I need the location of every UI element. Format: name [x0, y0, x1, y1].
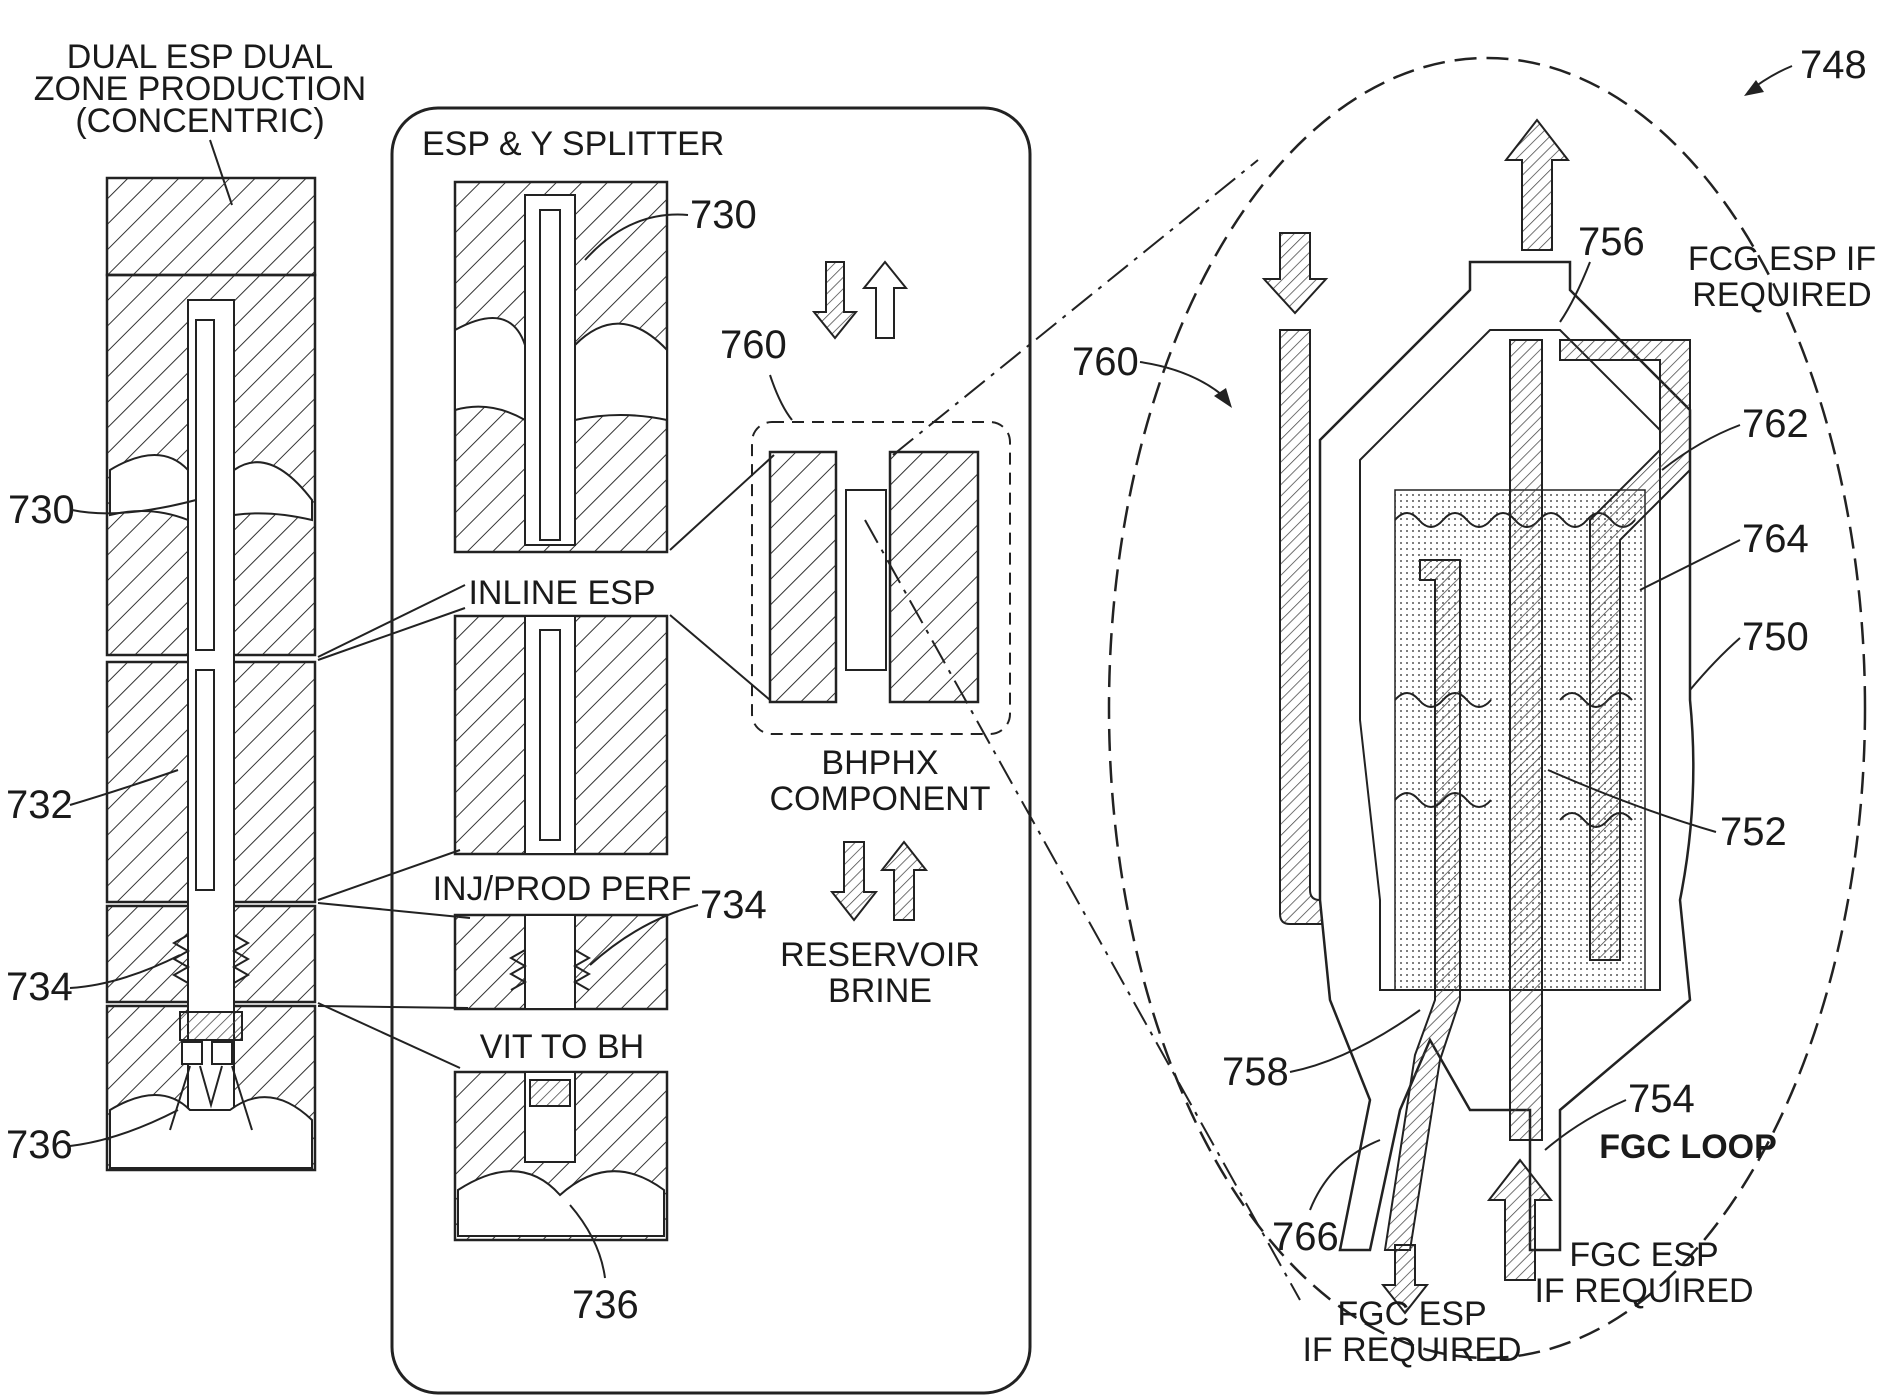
- middle-panel-title: ESP & Y SPLITTER: [422, 125, 724, 163]
- svg-text:766: 766: [1272, 1215, 1339, 1259]
- svg-text:IF REQUIRED: IF REQUIRED: [1534, 1272, 1753, 1310]
- ref-734-middle: 734: [700, 883, 767, 927]
- svg-text:FCG ESP IF: FCG ESP IF: [1688, 240, 1876, 278]
- svg-text:RESERVOIR: RESERVOIR: [780, 936, 980, 974]
- svg-text:730: 730: [8, 488, 75, 532]
- flow-arrows-top: [814, 262, 906, 338]
- svg-text:758: 758: [1222, 1050, 1289, 1094]
- label-vit-to-bh: VIT TO BH: [480, 1028, 644, 1066]
- svg-text:752: 752: [1720, 810, 1787, 854]
- svg-text:FGC ESP: FGC ESP: [1337, 1295, 1486, 1333]
- svg-text:750: 750: [1742, 615, 1809, 659]
- svg-text:BRINE: BRINE: [828, 972, 932, 1010]
- label-inline-esp: INLINE ESP: [468, 574, 655, 612]
- connector-lines-left: [318, 585, 470, 1068]
- svg-text:764: 764: [1742, 517, 1809, 561]
- middle-vit-block: [455, 1072, 667, 1240]
- label-inj-prod-perf: INJ/PROD PERF: [433, 870, 692, 908]
- left-well-column: [107, 178, 315, 1170]
- fig-ref-748: 748: [1800, 43, 1867, 87]
- svg-text:754: 754: [1628, 1077, 1695, 1121]
- ref-760-middle: 760: [720, 323, 787, 367]
- svg-text:FGC LOOP: FGC LOOP: [1599, 1128, 1777, 1166]
- svg-text:COMPONENT: COMPONENT: [770, 780, 991, 818]
- svg-text:REQUIRED: REQUIRED: [1692, 276, 1871, 314]
- ref-730-middle: 730: [690, 193, 757, 237]
- svg-text:736: 736: [6, 1123, 73, 1167]
- svg-text:760: 760: [1072, 340, 1139, 384]
- left-column-title: DUAL ESP DUAL ZONE PRODUCTION (CONCENTRI…: [34, 38, 366, 140]
- svg-text:756: 756: [1578, 220, 1645, 264]
- svg-text:IF REQUIRED: IF REQUIRED: [1302, 1331, 1521, 1369]
- svg-text:FGC ESP: FGC ESP: [1569, 1236, 1718, 1274]
- ref-736-middle: 736: [572, 1283, 639, 1327]
- bhphx-label: BHPHX COMPONENT: [770, 744, 991, 818]
- bhphx-component-drawing: [770, 452, 978, 702]
- svg-text:732: 732: [6, 783, 73, 827]
- svg-text:BHPHX: BHPHX: [821, 744, 938, 782]
- reservoir-brine-label: RESERVOIR BRINE: [780, 936, 980, 1010]
- reservoir-brine-arrows: [832, 842, 926, 920]
- svg-text:762: 762: [1742, 402, 1809, 446]
- middle-top-block: [455, 182, 667, 552]
- middle-perf-block: [455, 915, 667, 1009]
- svg-text:734: 734: [6, 965, 73, 1009]
- svg-text:(CONCENTRIC): (CONCENTRIC): [75, 102, 324, 140]
- middle-inline-block: [455, 616, 667, 854]
